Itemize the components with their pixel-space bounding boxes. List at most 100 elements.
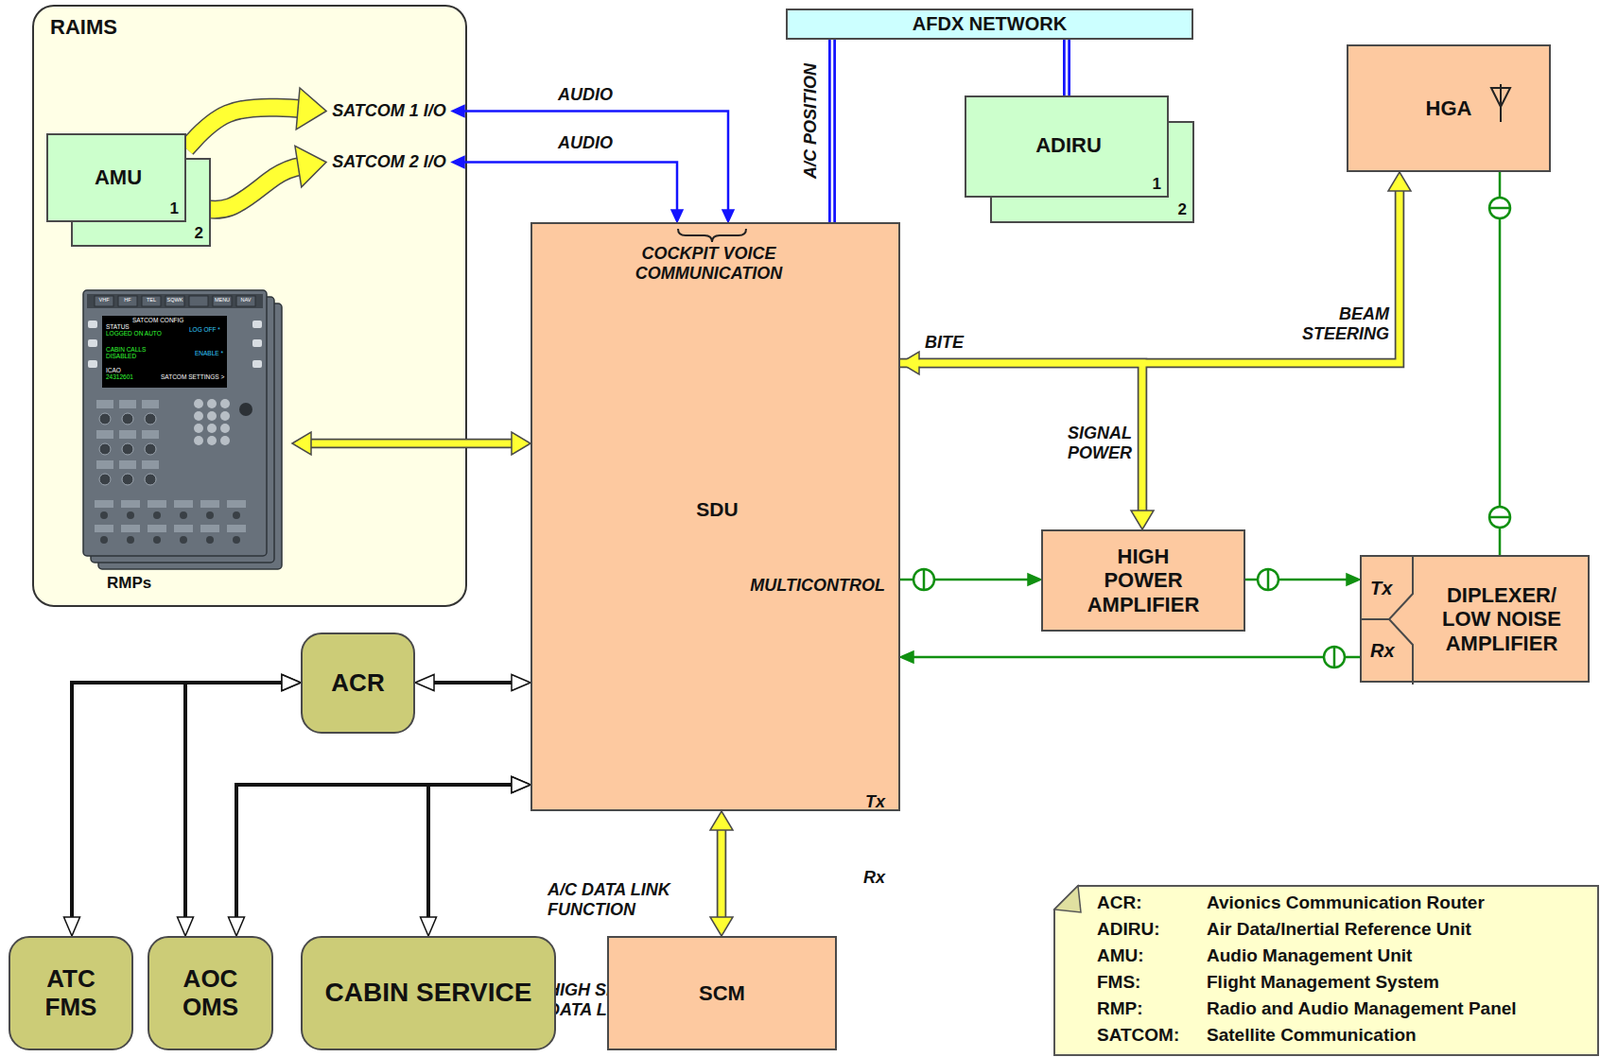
- rmp-key: [173, 524, 193, 533]
- node-text: SATCOM 1 I/O: [331, 101, 447, 122]
- node-text: SDU: [532, 498, 903, 522]
- node-text: ATC FMS: [33, 965, 109, 1023]
- node-text: SATCOM 2 I/O: [331, 152, 447, 173]
- connector-line: [828, 39, 836, 223]
- key-strip: [86, 294, 263, 309]
- node-text: HF: [118, 297, 138, 304]
- connector-core: [1065, 39, 1069, 96]
- connector: [900, 363, 1154, 530]
- brightness-knob: [239, 402, 253, 417]
- arrowhead: [295, 87, 327, 130]
- connector: [177, 675, 302, 938]
- ring-bar: [1333, 646, 1337, 668]
- connector-line: [1498, 172, 1502, 556]
- node-text: SQWK: [165, 297, 185, 304]
- arrowhead: [281, 675, 301, 692]
- rmp-key: [226, 500, 246, 508]
- ring-bar: [1489, 207, 1511, 210]
- abbreviation-cell: Avionics Communication Router: [1206, 892, 1485, 914]
- connector: [900, 651, 1360, 663]
- connector: [186, 87, 327, 149]
- connector-line: [305, 440, 518, 448]
- keypad-key: [193, 423, 204, 434]
- connector-core: [831, 39, 835, 223]
- rmp-housing: [83, 290, 267, 557]
- node-text: DISABLED: [105, 353, 137, 361]
- node-text: SCM: [698, 981, 746, 1006]
- rmp-key: [165, 295, 185, 307]
- rmp-key: [141, 400, 159, 409]
- arrowhead: [415, 675, 435, 692]
- abbreviation-cell: ADIRU:: [1096, 919, 1161, 940]
- keypad-key: [193, 435, 204, 446]
- keypad-key: [207, 435, 217, 446]
- node-text: AOC OMS: [173, 965, 249, 1023]
- signal-label: A/C POSITION: [800, 61, 821, 181]
- connector-line: [1062, 39, 1071, 96]
- note-fold: [1054, 886, 1081, 913]
- coax-ring: [1257, 569, 1279, 591]
- system-panel: RAIMSAMU12SATCOM 1 I/OSATCOM 2 I/OVHFHFT…: [33, 5, 467, 607]
- coax-ring: [1489, 197, 1511, 219]
- rmp-key: [94, 500, 114, 508]
- connector: [228, 777, 532, 938]
- node-text: RMPs: [106, 573, 152, 593]
- connector-line: [718, 824, 726, 923]
- rmp-knob: [126, 536, 135, 544]
- node-text: TEL: [141, 297, 161, 304]
- abbreviation-cell: RMP:: [1096, 998, 1144, 1020]
- connector-outlines: [186, 107, 1400, 923]
- volume-knob: [121, 413, 134, 425]
- node-text: ENABLE *: [194, 350, 224, 358]
- node-text: SATCOM SETTINGS >: [160, 374, 225, 382]
- connector-line: [236, 784, 518, 923]
- arrowhead: [420, 917, 437, 937]
- rmp-key: [96, 460, 114, 470]
- rmp-illustration: [83, 290, 282, 570]
- node-text: RAIMS: [50, 15, 118, 39]
- node-text: NAV: [236, 297, 256, 304]
- line-select-key: [252, 360, 262, 368]
- node-text: Tx: [865, 792, 886, 813]
- keypad-key: [207, 399, 217, 409]
- rmp-knob: [206, 536, 214, 544]
- arrowhead: [710, 917, 733, 937]
- rmp-key: [141, 295, 161, 307]
- volume-knob: [144, 473, 157, 486]
- arrowhead: [511, 777, 531, 794]
- rmp-knob: [206, 511, 214, 520]
- system-box: ATC FMS: [8, 936, 134, 1051]
- node-text: HIGH POWER AMPLIFIER: [1081, 544, 1205, 617]
- rmp-key: [119, 400, 137, 409]
- line-select-key: [87, 360, 98, 368]
- coax-ring: [1489, 506, 1511, 528]
- connector-line: [428, 784, 518, 923]
- abbreviation-cell: SATCOM:: [1096, 1025, 1180, 1046]
- rmp-knob: [100, 536, 108, 544]
- arrowhead: [722, 209, 734, 223]
- node-text: Tx: [1370, 577, 1392, 600]
- rmp-key: [200, 500, 220, 508]
- rmp-knob: [153, 536, 161, 544]
- rmp-key: [96, 400, 114, 409]
- arrowhead: [177, 917, 194, 937]
- node-text: VHF: [94, 297, 114, 304]
- connector-line: [460, 111, 729, 214]
- connector: [420, 777, 532, 938]
- network-bar: AFDX NETWORK: [785, 8, 1194, 40]
- rmp-key: [121, 500, 140, 508]
- connector: [452, 156, 683, 224]
- node-text: 1: [1152, 174, 1162, 194]
- tx-rx-divider: [1361, 556, 1413, 685]
- node-text: Rx: [863, 868, 886, 888]
- antenna-symbol: [1491, 84, 1511, 122]
- node-text: SATCOM CONFIG: [132, 317, 184, 325]
- rmp-key: [226, 524, 246, 533]
- arrowhead: [281, 675, 301, 692]
- connector: [1066, 39, 1068, 96]
- abbreviation-cell: Flight Management System: [1206, 972, 1440, 993]
- arrowhead: [64, 917, 81, 937]
- rmp-knob: [232, 536, 241, 544]
- signal-label: AUDIO: [556, 85, 615, 105]
- rmp-key: [147, 524, 167, 533]
